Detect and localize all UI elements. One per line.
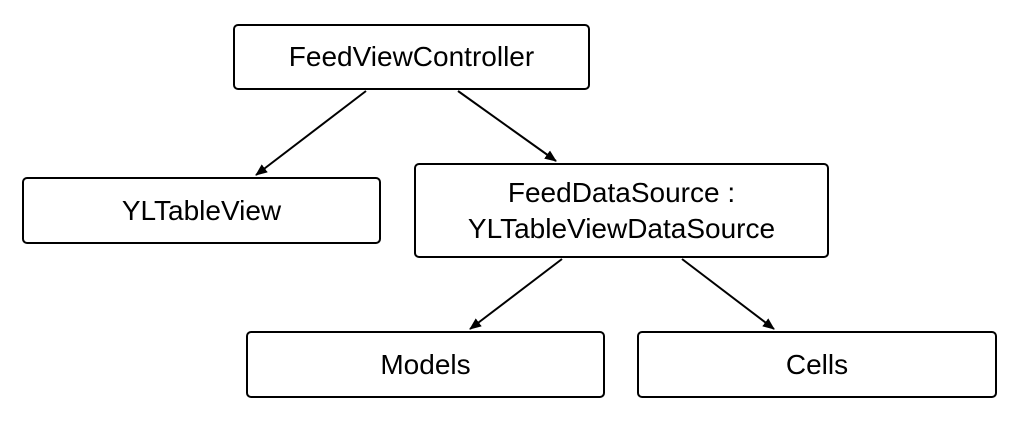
- node-label: YLTableView: [121, 194, 282, 226]
- edge-feedviewcontroller-to-feeddatasource: [457, 90, 557, 162]
- node-models: Models: [246, 331, 605, 398]
- edge-feedviewcontroller-to-yltableview: [255, 90, 367, 176]
- edge-feeddatasource-to-cells: [681, 258, 775, 330]
- node-feed-data-source: FeedDataSource : YLTableViewDataSource: [414, 163, 829, 258]
- node-label: Models: [380, 348, 471, 380]
- edge-feeddatasource-to-models: [469, 258, 563, 330]
- node-label-line-2: YLTableViewDataSource: [467, 212, 776, 244]
- node-label: FeedViewController: [288, 41, 535, 72]
- node-feed-view-controller: FeedViewController: [233, 24, 590, 90]
- node-cells: Cells: [637, 331, 997, 398]
- node-label-line-1: FeedDataSource :: [507, 176, 736, 208]
- node-yl-table-view: YLTableView: [22, 177, 381, 244]
- node-label: Cells: [785, 348, 849, 380]
